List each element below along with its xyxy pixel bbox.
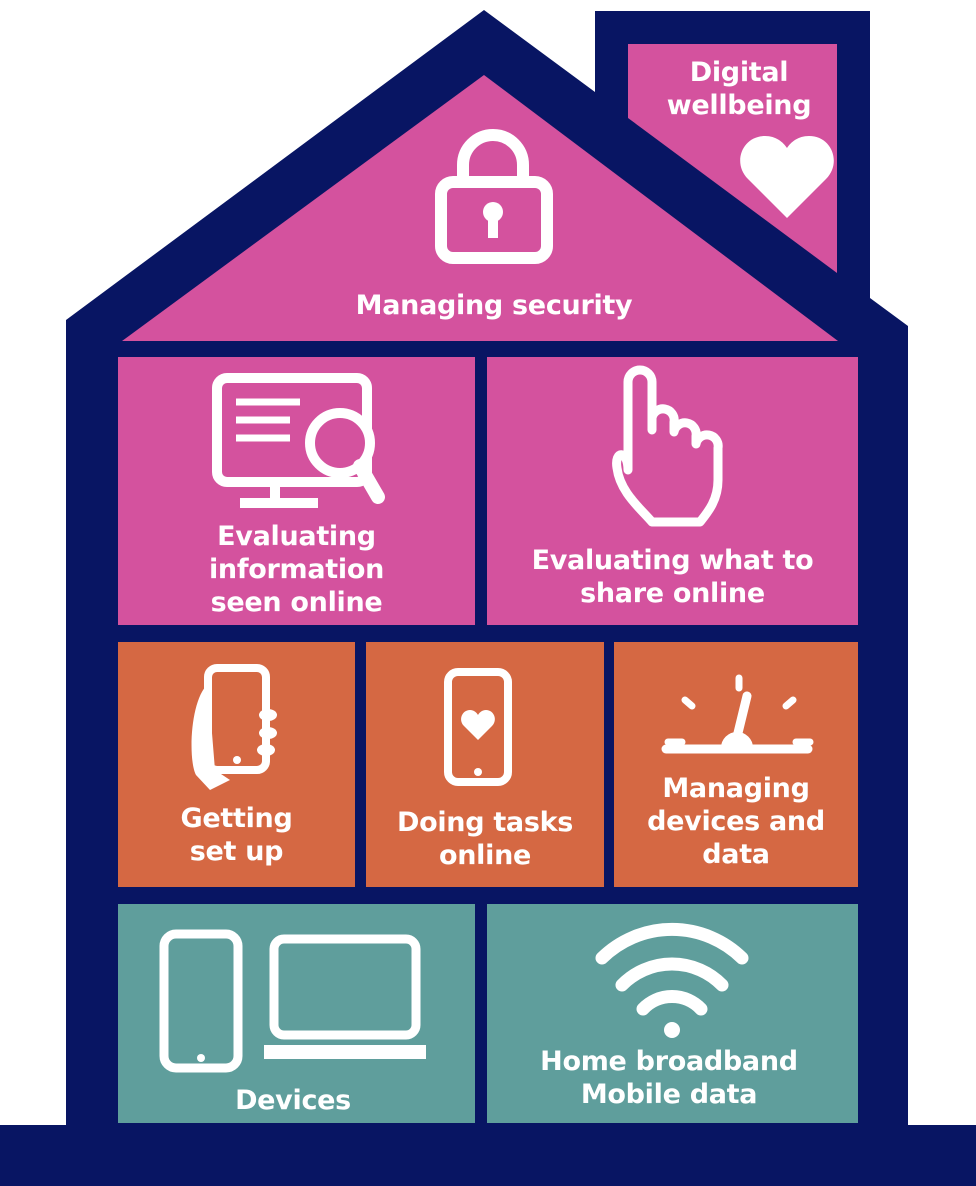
label-line: Getting <box>180 803 293 834</box>
evaluating-share-label: Evaluating what to share online <box>487 544 858 610</box>
phone-heart-icon <box>444 668 512 786</box>
pointing-hand-icon <box>612 365 723 527</box>
label-line: Home broadband <box>540 1046 798 1077</box>
wifi-icon <box>595 922 749 1016</box>
label-line: Doing tasks <box>396 807 574 838</box>
roof-panel <box>122 75 838 341</box>
panel-evaluating-share <box>487 357 858 625</box>
gauge-icon <box>661 674 814 754</box>
devices-label: Devices <box>235 1085 351 1116</box>
label-line: Managing <box>662 773 810 804</box>
label-line: Mobile data <box>580 1079 758 1110</box>
heart-icon <box>740 136 834 218</box>
padlock-icon <box>435 129 553 264</box>
label-line: share online <box>580 578 765 609</box>
label-line: wellbeing <box>666 90 812 121</box>
monitor-magnifier-icon <box>212 373 385 508</box>
label-line: Digital <box>689 57 789 88</box>
label-line: seen online <box>210 587 383 618</box>
label-line: Evaluating <box>217 521 376 552</box>
label-line: devices and <box>647 806 825 837</box>
panel-broadband <box>487 904 858 1123</box>
getting-set-up-label: Getting set up <box>118 802 355 868</box>
label-line: information <box>208 554 385 585</box>
evaluating-information-label: Evaluating information seen online <box>118 520 475 619</box>
doing-tasks-label: Doing tasks online <box>366 806 604 872</box>
panel-getting-set-up <box>118 642 355 887</box>
label-line: data <box>702 839 770 870</box>
chimney-label: Digital wellbeing <box>628 56 850 122</box>
roof-label: Managing security <box>355 290 633 321</box>
panel-doing-tasks <box>366 642 604 887</box>
broadband-label: Home broadband Mobile data <box>487 1045 851 1111</box>
hand-holding-phone-icon <box>191 664 277 790</box>
tablet-laptop-icon <box>159 929 426 1073</box>
label-line: online <box>438 840 531 871</box>
managing-devices-label: Managing devices and data <box>614 772 858 871</box>
label-line: set up <box>189 836 284 867</box>
label-line: Evaluating what to <box>531 545 814 576</box>
